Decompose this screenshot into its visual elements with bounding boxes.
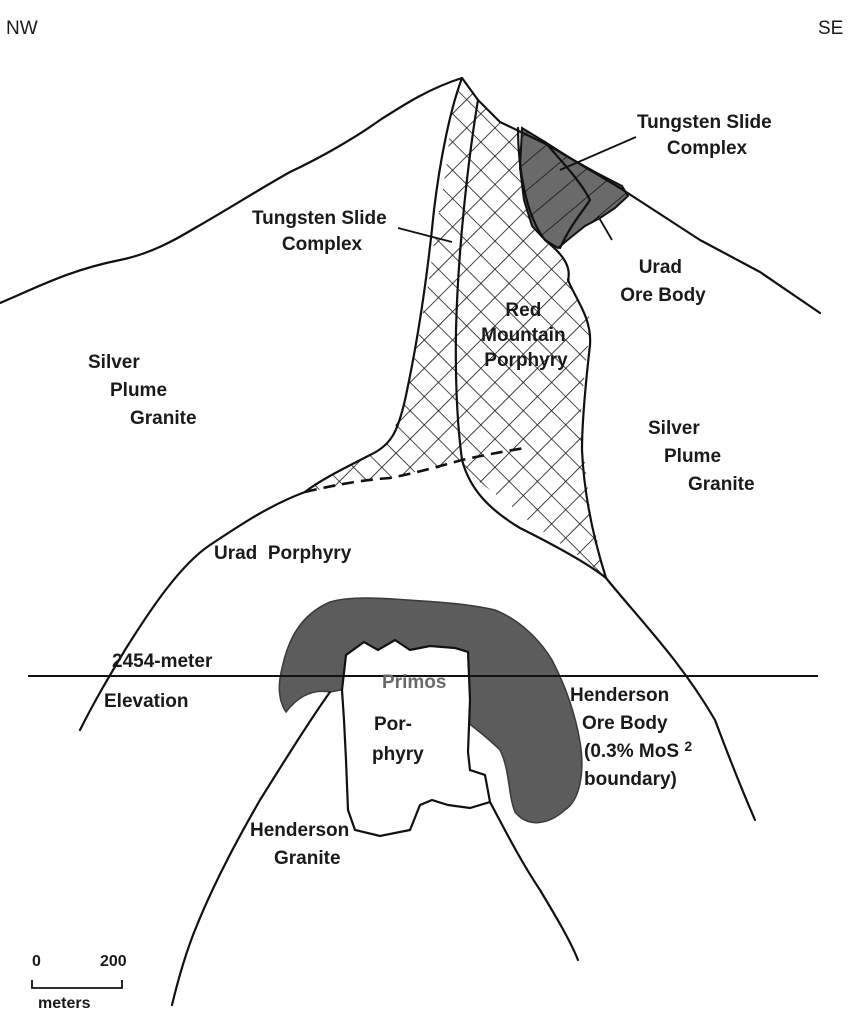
label-nw: NW (6, 18, 38, 39)
leader-urad-ore (598, 216, 612, 240)
henderson-granite-right-contact (490, 802, 578, 960)
label-silver-plume-right: Silver Plume Granite (648, 418, 755, 495)
label-henderson-ore-body: Henderson Ore Body (0.3% MoS 2 boundary) (570, 685, 697, 790)
primos-porphyry (342, 640, 490, 836)
scale-unit: meters (38, 995, 91, 1012)
label-urad-porphyry: Urad Porphyry (214, 543, 352, 564)
label-henderson-granite: Henderson Granite (250, 820, 355, 869)
label-primos: Primos (382, 672, 446, 693)
label-elevation: 2454-meter Elevation (104, 651, 218, 712)
scale-start: 0 (32, 953, 41, 970)
leader-tungsten-top (560, 137, 636, 170)
scale-end: 200 (100, 953, 127, 970)
label-tungsten-slide-left: Tungsten Slide Complex (252, 208, 392, 255)
tungsten-slide-complex-cap (520, 128, 628, 248)
scale-bar: 0 200 meters (32, 953, 127, 1012)
label-urad-ore-body: Urad Ore Body (620, 257, 706, 306)
label-tungsten-slide-top: Tungsten Slide Complex (637, 112, 777, 159)
label-se: SE (818, 18, 843, 39)
label-silver-plume-left: Silver Plume Granite (88, 352, 197, 429)
scale-line (32, 980, 122, 988)
